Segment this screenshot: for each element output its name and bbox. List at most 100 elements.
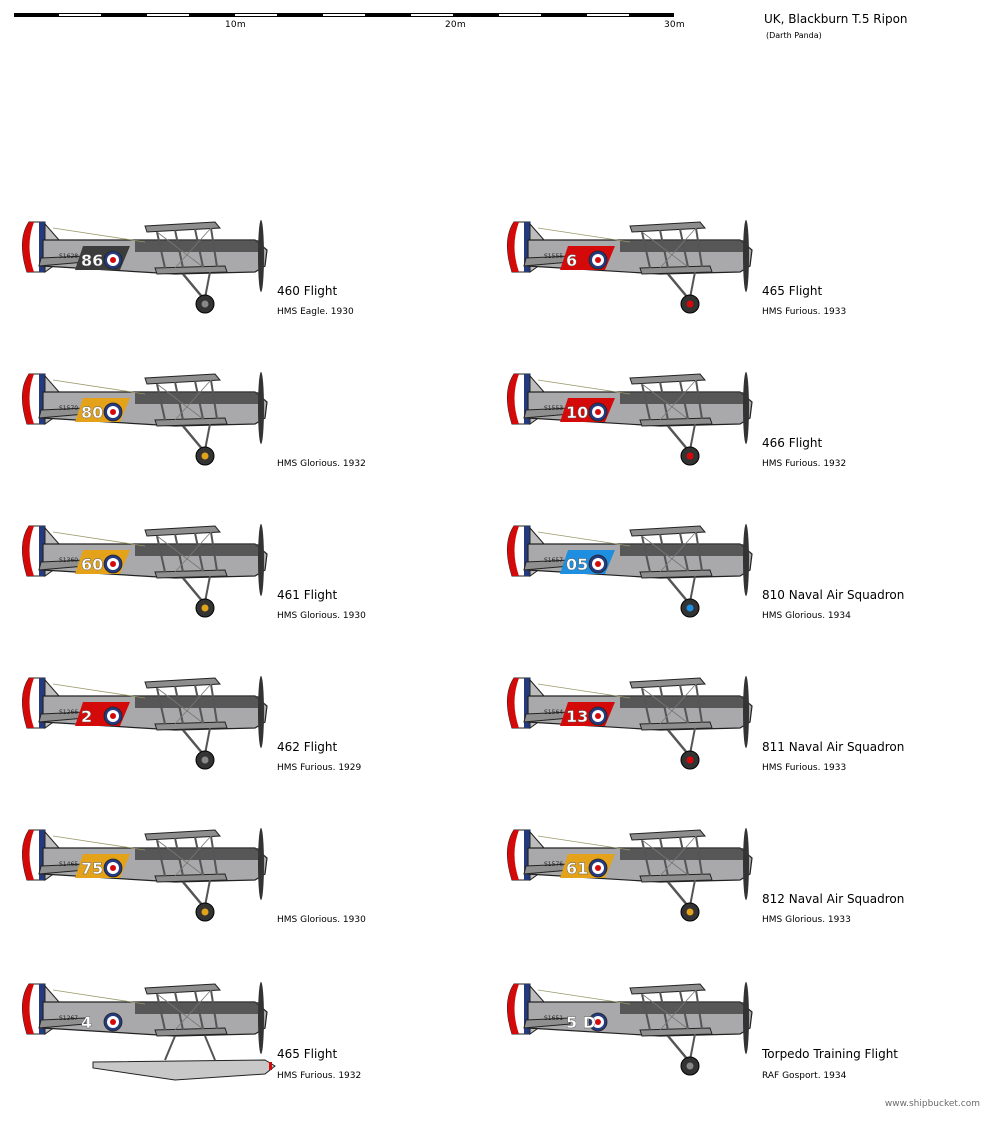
aircraft-code: 10: [566, 403, 588, 422]
aerial-wire: [52, 683, 146, 699]
wing-strut: [679, 380, 689, 420]
ship-year-label: HMS Furious. 1929: [277, 763, 362, 773]
serial-number: S1465: [59, 861, 78, 868]
squadron-label: 460 Flight: [277, 284, 338, 298]
rudder-red-stripe: [22, 374, 34, 424]
undercarriage-leg: [689, 423, 696, 451]
wheel-hub: [201, 604, 209, 612]
rudder-red-stripe: [22, 830, 34, 880]
wing-strut: [679, 836, 689, 876]
scale-segment: [498, 13, 542, 17]
aircraft-code: 6: [566, 251, 577, 270]
upper-wing: [629, 221, 707, 233]
rudder-blue-stripe: [39, 678, 45, 728]
propeller: [258, 372, 264, 444]
scale-segment: [102, 13, 146, 17]
aircraft-code: 4: [81, 1013, 92, 1032]
roundel-red: [595, 257, 601, 263]
scale-label-30m: 30m: [664, 20, 685, 30]
aircraft-code: 86: [81, 251, 103, 270]
ship-year-label: HMS Eagle. 1930: [277, 307, 354, 317]
wing-strut: [194, 990, 204, 1030]
engine-cowling: [620, 696, 745, 708]
wing-strut: [210, 379, 218, 420]
undercarriage-leg: [182, 273, 204, 299]
float-tip: [269, 1062, 272, 1070]
wing-strut: [156, 839, 166, 877]
bracing-wire: [641, 535, 689, 572]
engine-cowling: [135, 848, 260, 860]
upper-wing: [629, 525, 707, 537]
bracing-wire: [174, 227, 212, 269]
engine-cowling: [620, 1002, 745, 1014]
wing-strut: [695, 531, 703, 572]
wing-strut: [210, 683, 218, 724]
serial-number: S1267: [59, 1015, 78, 1022]
bracing-wire: [174, 989, 212, 1031]
roundel-red: [595, 865, 601, 871]
scale-segment: [146, 13, 190, 17]
aircraft-code: 61: [566, 859, 588, 878]
wheel-hub: [201, 756, 209, 764]
ship-year-label: HMS Furious. 1932: [762, 459, 847, 469]
rudder-blue-stripe: [39, 984, 45, 1034]
undercarriage-leg: [182, 881, 204, 907]
aircraft-code: 60: [81, 555, 103, 574]
propeller: [258, 982, 264, 1054]
wing-strut: [210, 835, 218, 876]
undercarriage-leg: [182, 729, 204, 755]
wheel-hub: [686, 300, 694, 308]
wheel-hub: [201, 908, 209, 916]
rudder-red-stripe: [507, 222, 519, 272]
wing-strut: [194, 836, 204, 876]
aircraft-code: 75: [81, 859, 103, 878]
propeller: [743, 828, 749, 900]
roundel-red: [595, 561, 601, 567]
rudder-red-stripe: [507, 526, 519, 576]
aerial-wire: [52, 379, 146, 395]
wing-strut: [156, 383, 166, 421]
sheet-title: UK, Blackburn T.5 Ripon: [764, 12, 908, 26]
wing-strut: [695, 379, 703, 420]
rudder-blue-stripe: [39, 526, 45, 576]
propeller: [743, 372, 749, 444]
engine-cowling: [135, 1002, 260, 1014]
bracing-wire: [174, 531, 212, 573]
upper-wing: [144, 221, 222, 233]
bracing-wire: [641, 839, 689, 876]
wing-strut: [194, 532, 204, 572]
serial-number: S1651: [544, 1015, 563, 1022]
engine-cowling: [135, 392, 260, 404]
wheel-hub: [686, 908, 694, 916]
undercarriage-leg: [689, 1033, 696, 1061]
roundel-red: [110, 409, 116, 415]
wing-strut: [679, 228, 689, 268]
rudder-blue-stripe: [39, 222, 45, 272]
wing-strut: [194, 228, 204, 268]
scale-segment: [366, 13, 410, 17]
engine-cowling: [620, 240, 745, 252]
bracing-wire: [156, 687, 204, 724]
serial-number: S1657: [544, 557, 563, 564]
squadron-label: 465 Flight: [762, 284, 823, 298]
tailplane: [38, 1017, 86, 1029]
upper-wing: [629, 677, 707, 689]
rudder-red-stripe: [507, 678, 519, 728]
aerial-wire: [52, 531, 146, 547]
serial-number: S1360: [59, 557, 78, 564]
propeller: [258, 828, 264, 900]
bracing-wire: [641, 993, 689, 1030]
squadron-label: 811 Naval Air Squadron: [762, 740, 905, 754]
upper-wing: [629, 373, 707, 385]
ship-year-label: HMS Glorious. 1930: [277, 915, 366, 925]
